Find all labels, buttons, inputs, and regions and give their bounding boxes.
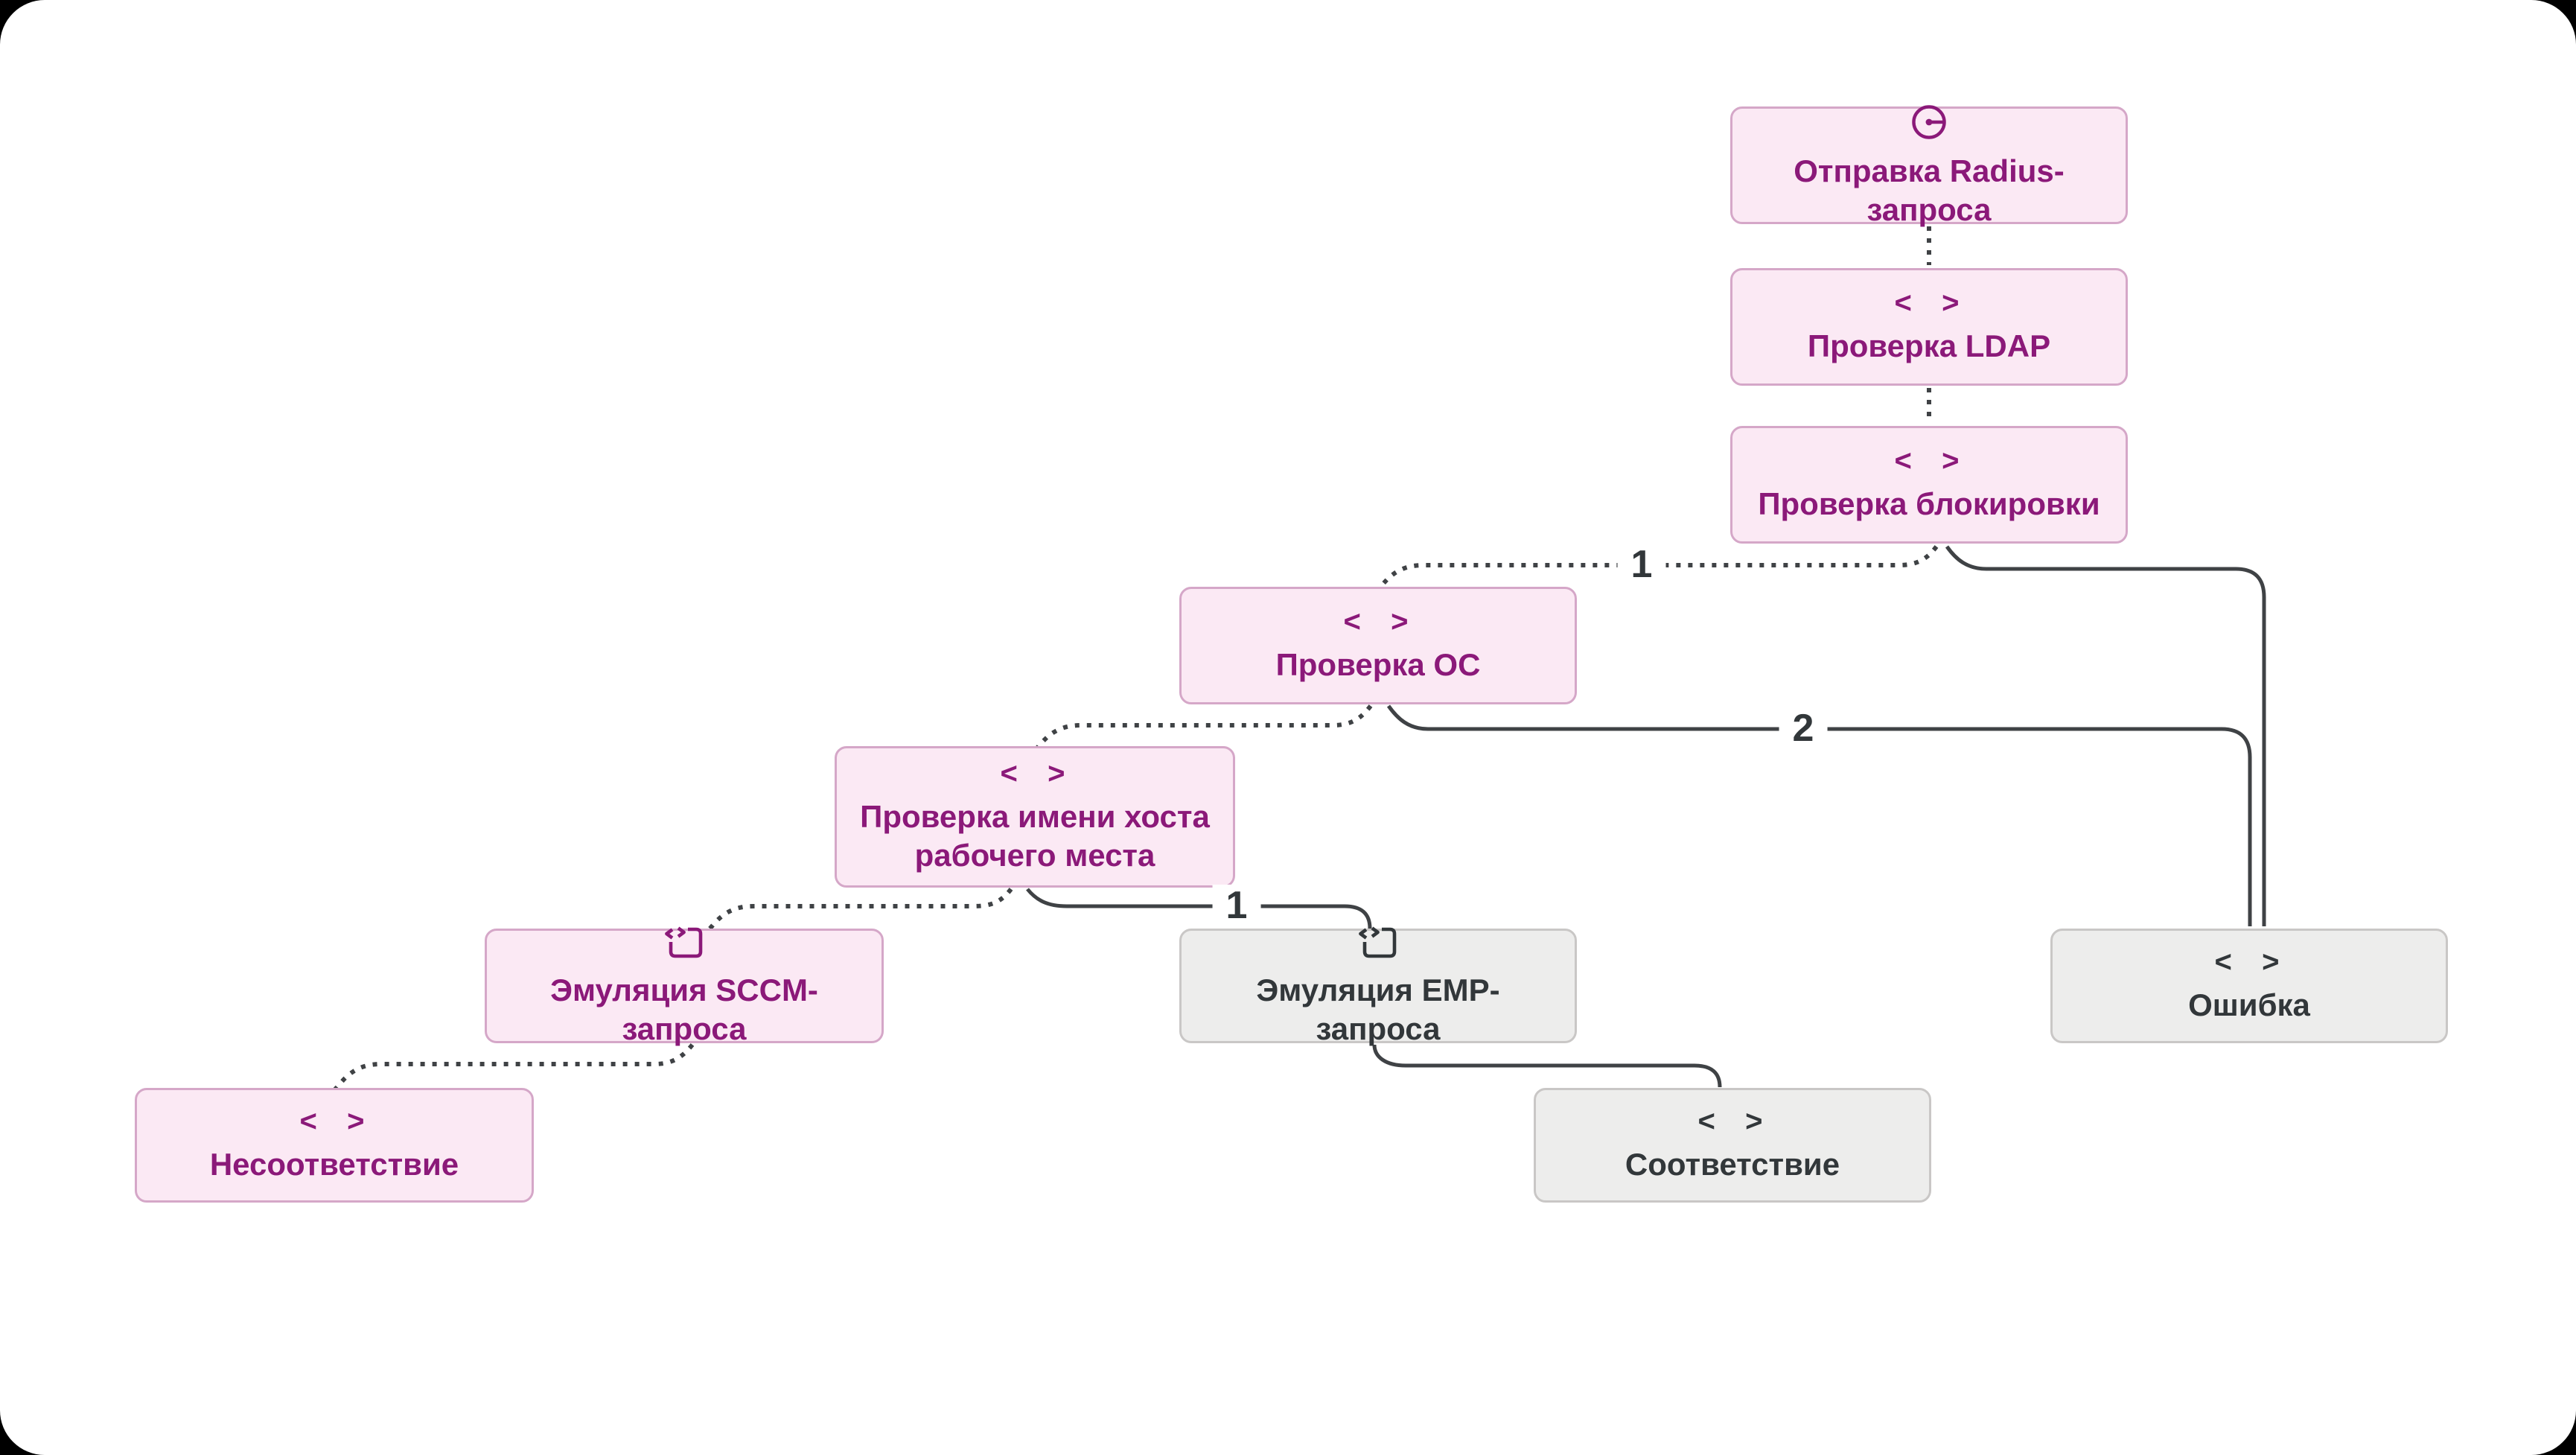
code-block-icon	[662, 923, 707, 962]
edge-emp-match	[1372, 1044, 1722, 1088]
node-label: Проверка ОС	[1275, 646, 1481, 682]
node-hostname-check: < > Проверка имени хоста рабочего места	[835, 746, 1235, 888]
node-sccm-emulation: Эмуляция SCCM-запроса	[485, 926, 884, 1046]
node-emp-emulation: Эмуляция EMP-запроса	[1179, 926, 1577, 1046]
node-error-result: < > Ошибка	[2050, 929, 2448, 1043]
node-label: Отправка Radius-запроса	[1794, 153, 2065, 228]
node-match-result: < > Соответствие	[1534, 1088, 1931, 1203]
node-label: Эмуляция SCCM-запроса	[550, 972, 818, 1047]
code-angle-icon: < >	[1000, 757, 1070, 790]
node-label: Соответствие	[1625, 1146, 1840, 1182]
node-label: Проверка имени хоста рабочего места	[860, 798, 1210, 873]
edge-os-error	[1386, 704, 2252, 926]
node-label: Ошибка	[2188, 987, 2310, 1022]
node-lock-check: < > Проверка блокировки	[1730, 426, 2128, 544]
code-block-icon	[1356, 923, 1400, 962]
code-angle-icon: < >	[299, 1104, 369, 1138]
edge-host-emp	[1026, 888, 1372, 929]
edge-host-sccm	[704, 888, 1013, 934]
code-angle-icon: < >	[1697, 1104, 1767, 1138]
node-label: Проверка блокировки	[1758, 485, 2100, 521]
code-angle-icon: < >	[1894, 444, 1964, 477]
node-mismatch-result: < > Несоответствие	[135, 1088, 534, 1203]
radius-start-icon	[1908, 101, 1950, 143]
node-label: Проверка LDAP	[1807, 328, 2051, 363]
edge-label-os-error: 2	[1779, 707, 1828, 749]
code-angle-icon: < >	[1894, 286, 1964, 319]
code-angle-icon: < >	[1343, 605, 1413, 638]
node-radius-request: Отправка Radius-запроса	[1730, 104, 2128, 227]
node-label: Несоответствие	[209, 1146, 459, 1182]
edge-label-host-emp: 1	[1212, 885, 1261, 926]
code-angle-icon: < >	[2214, 945, 2284, 978]
edge-block-error	[1945, 545, 2266, 926]
edge-os-host	[1032, 704, 1373, 753]
edge-sccm-mismatch	[333, 1043, 695, 1091]
node-os-check: < > Проверка ОС	[1179, 587, 1577, 704]
edge-label-block-os: 1	[1617, 544, 1666, 585]
node-label: Эмуляция EMP-запроса	[1256, 972, 1500, 1047]
node-ldap-check: < > Проверка LDAP	[1730, 268, 2128, 386]
edge-block-os	[1374, 545, 1939, 593]
